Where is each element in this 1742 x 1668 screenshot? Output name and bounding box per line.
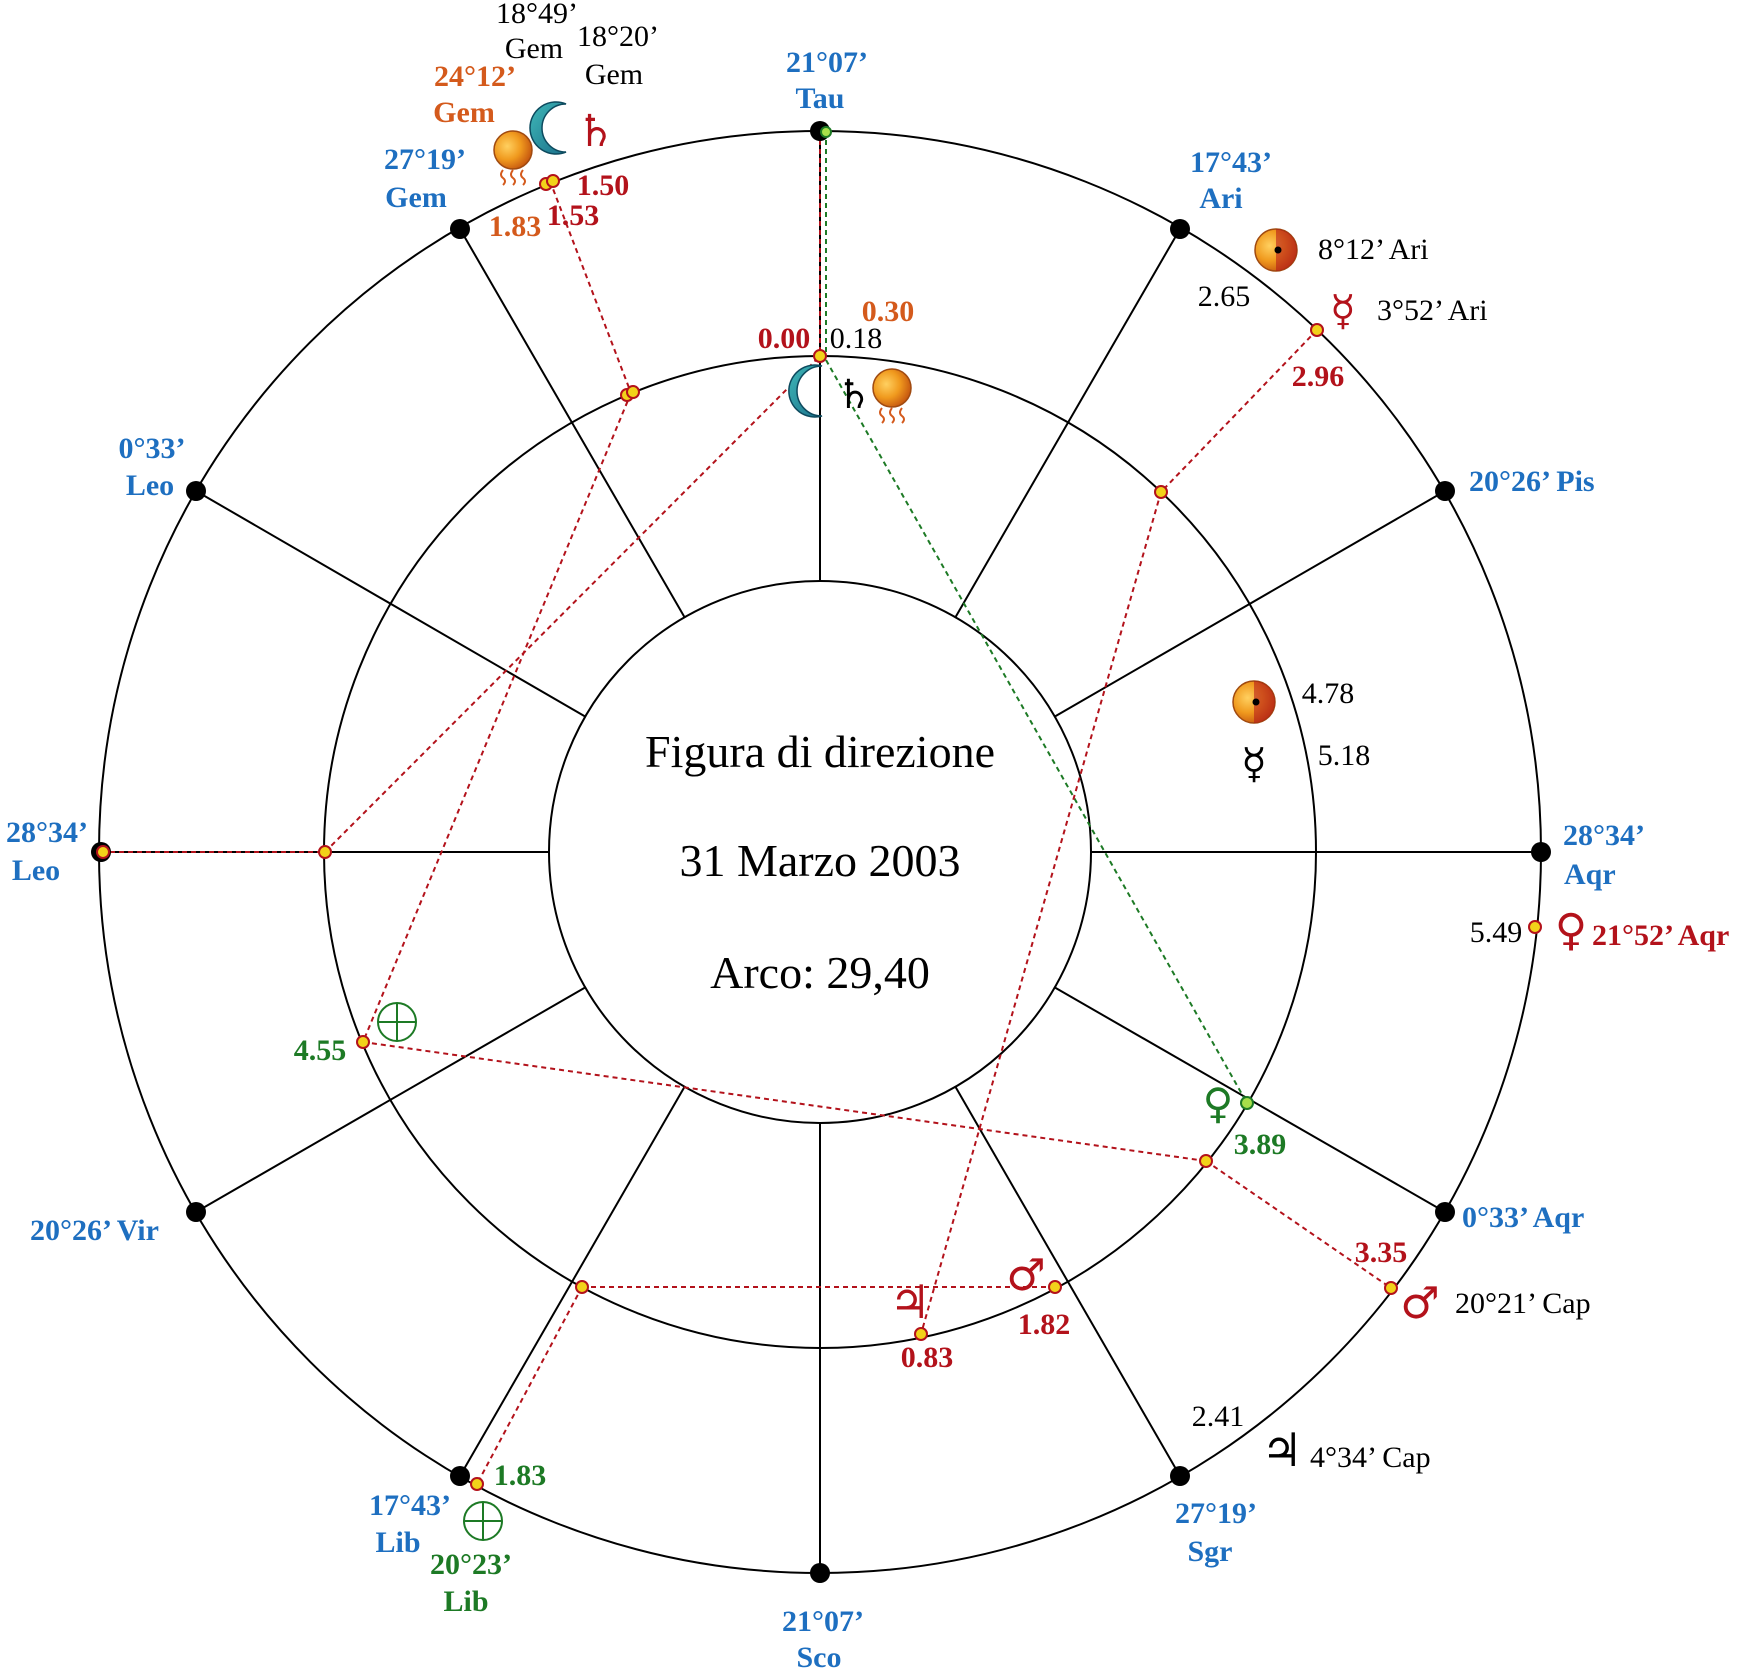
mercury-icon: ☿ bbox=[1241, 739, 1267, 788]
moon-sign: Gem bbox=[505, 32, 563, 65]
value-3-35: 3.35 bbox=[1355, 1236, 1408, 1269]
dash-mars bbox=[1205, 1160, 1392, 1289]
house-1-deg: 28°34’ bbox=[1563, 819, 1645, 852]
value-4-78: 4.78 bbox=[1302, 677, 1355, 710]
value-0-83: 0.83 bbox=[901, 1341, 954, 1374]
value-0-30: 0.30 bbox=[862, 295, 915, 328]
house-1-sign: Aqr bbox=[1564, 858, 1616, 891]
value-5-18: 5.18 bbox=[1318, 739, 1371, 772]
dash-merc bbox=[1160, 329, 1318, 493]
venus-icon: ♀ bbox=[1203, 1079, 1234, 1128]
house-7-sign: Leo bbox=[12, 854, 60, 887]
dash-gem-down bbox=[362, 392, 632, 1043]
house-12-label: 20°26’ Pis bbox=[1469, 465, 1595, 498]
house-5-sign: Lib bbox=[375, 1526, 420, 1559]
dash-green-diag bbox=[825, 359, 1248, 1104]
spoke-h11 bbox=[954, 228, 1181, 619]
house-9-deg: 27°19’ bbox=[384, 143, 466, 176]
house-4-sign: Sco bbox=[797, 1641, 842, 1668]
mars-ari-icon bbox=[1254, 228, 1298, 272]
fortune-position: 20°23’ bbox=[430, 1548, 512, 1581]
house-5-deg: 17°43’ bbox=[369, 1489, 451, 1522]
house-7-deg: 28°34’ bbox=[6, 816, 88, 849]
house-11-deg: 17°43’ bbox=[1190, 146, 1272, 179]
value-0-18: 0.18 bbox=[830, 322, 883, 355]
part-of-fortune-icon bbox=[463, 1501, 503, 1541]
value-1-50: 1.50 bbox=[577, 169, 630, 202]
venus-position: 21°52’ Aqr bbox=[1592, 919, 1729, 952]
spoke-h12 bbox=[1053, 490, 1446, 718]
house-labels: 21°07’ Tau 17°43’ Ari 20°26’ Pis 28°34’ … bbox=[6, 46, 1645, 1668]
value-1-83-top: 1.83 bbox=[489, 210, 542, 243]
house-9-sign: Gem bbox=[385, 181, 447, 214]
moon-icon bbox=[529, 101, 567, 155]
direction-lines bbox=[101, 131, 1392, 1485]
value-5-49: 5.49 bbox=[1470, 916, 1523, 949]
spoke-h9 bbox=[459, 228, 686, 619]
mercury-icon: ☿ bbox=[1330, 286, 1356, 335]
dash-merc-down bbox=[920, 491, 1162, 1335]
spoke-h8 bbox=[195, 490, 587, 718]
green-markers bbox=[820, 126, 1254, 1110]
mars-position: 20°21’ Cap bbox=[1455, 1287, 1591, 1320]
spoke-h3 bbox=[954, 1085, 1181, 1477]
dash-lib bbox=[476, 1286, 583, 1485]
saturn-position: 18°20’ bbox=[577, 20, 659, 53]
sun-icon bbox=[872, 368, 912, 424]
part-of-fortune-icon bbox=[377, 1002, 417, 1042]
sun-sign: Gem bbox=[433, 96, 495, 129]
house-3-deg: 27°19’ bbox=[1175, 1497, 1257, 1530]
house-11-sign: Ari bbox=[1199, 182, 1242, 215]
house-4-deg: 21°07’ bbox=[782, 1605, 864, 1638]
mercury-position: 3°52’ Ari bbox=[1377, 294, 1488, 327]
mars-ari-position: 8°12’ Ari bbox=[1318, 233, 1429, 266]
value-2-65: 2.65 bbox=[1198, 280, 1251, 313]
jupiter-icon: ♃ bbox=[1261, 1423, 1302, 1477]
fortune-sign: Lib bbox=[443, 1585, 488, 1618]
venus-icon: ♀ bbox=[1555, 905, 1587, 956]
mars-icon: ♂ bbox=[1400, 1278, 1439, 1329]
value-1-53: 1.53 bbox=[547, 199, 600, 232]
position-markers bbox=[96, 174, 1542, 1491]
value-4-55: 4.55 bbox=[294, 1034, 347, 1067]
dash-fortune bbox=[362, 1041, 1207, 1162]
saturn-icon: ♄ bbox=[836, 372, 872, 418]
value-3-89: 3.89 bbox=[1234, 1128, 1287, 1161]
house-8-sign: Leo bbox=[126, 469, 174, 502]
value-2-96: 2.96 bbox=[1292, 360, 1345, 393]
diagram-arc: Arco: 29,40 bbox=[710, 947, 930, 998]
spoke-h6 bbox=[195, 986, 587, 1213]
house-2-label: 0°33’ Aqr bbox=[1462, 1201, 1584, 1234]
mars-icon: ♂ bbox=[1006, 1250, 1045, 1301]
value-1-82: 1.82 bbox=[1018, 1308, 1071, 1341]
sun-inner-icon bbox=[1232, 680, 1276, 724]
cusp-dots bbox=[91, 121, 1551, 1583]
diagram-title: Figura di direzione bbox=[645, 726, 995, 777]
sun-position: 24°12’ bbox=[434, 60, 516, 93]
jupiter-icon: ♃ bbox=[889, 1275, 930, 1329]
house-8-deg: 0°33’ bbox=[119, 432, 186, 465]
moon-position: 18°49’ bbox=[496, 0, 578, 30]
dash-gem bbox=[549, 180, 632, 394]
saturn-icon: ♄ bbox=[576, 106, 615, 157]
dash-leo-up bbox=[324, 355, 821, 853]
jupiter-position: 4°34’ Cap bbox=[1310, 1441, 1431, 1474]
diagram-date: 31 Marzo 2003 bbox=[679, 835, 960, 886]
house-3-sign: Sgr bbox=[1188, 1535, 1233, 1568]
moon-icon bbox=[788, 364, 823, 418]
house-10-sign: Tau bbox=[796, 82, 845, 115]
saturn-sign: Gem bbox=[585, 58, 643, 91]
value-1-83-bottom: 1.83 bbox=[494, 1459, 547, 1492]
value-0-00: 0.00 bbox=[758, 322, 811, 355]
spoke-h5 bbox=[459, 1085, 686, 1477]
house-10-deg: 21°07’ bbox=[786, 46, 868, 79]
house-6-label: 20°26’ Vir bbox=[30, 1214, 159, 1247]
sun-icon bbox=[493, 130, 533, 186]
value-2-41: 2.41 bbox=[1192, 1400, 1245, 1433]
